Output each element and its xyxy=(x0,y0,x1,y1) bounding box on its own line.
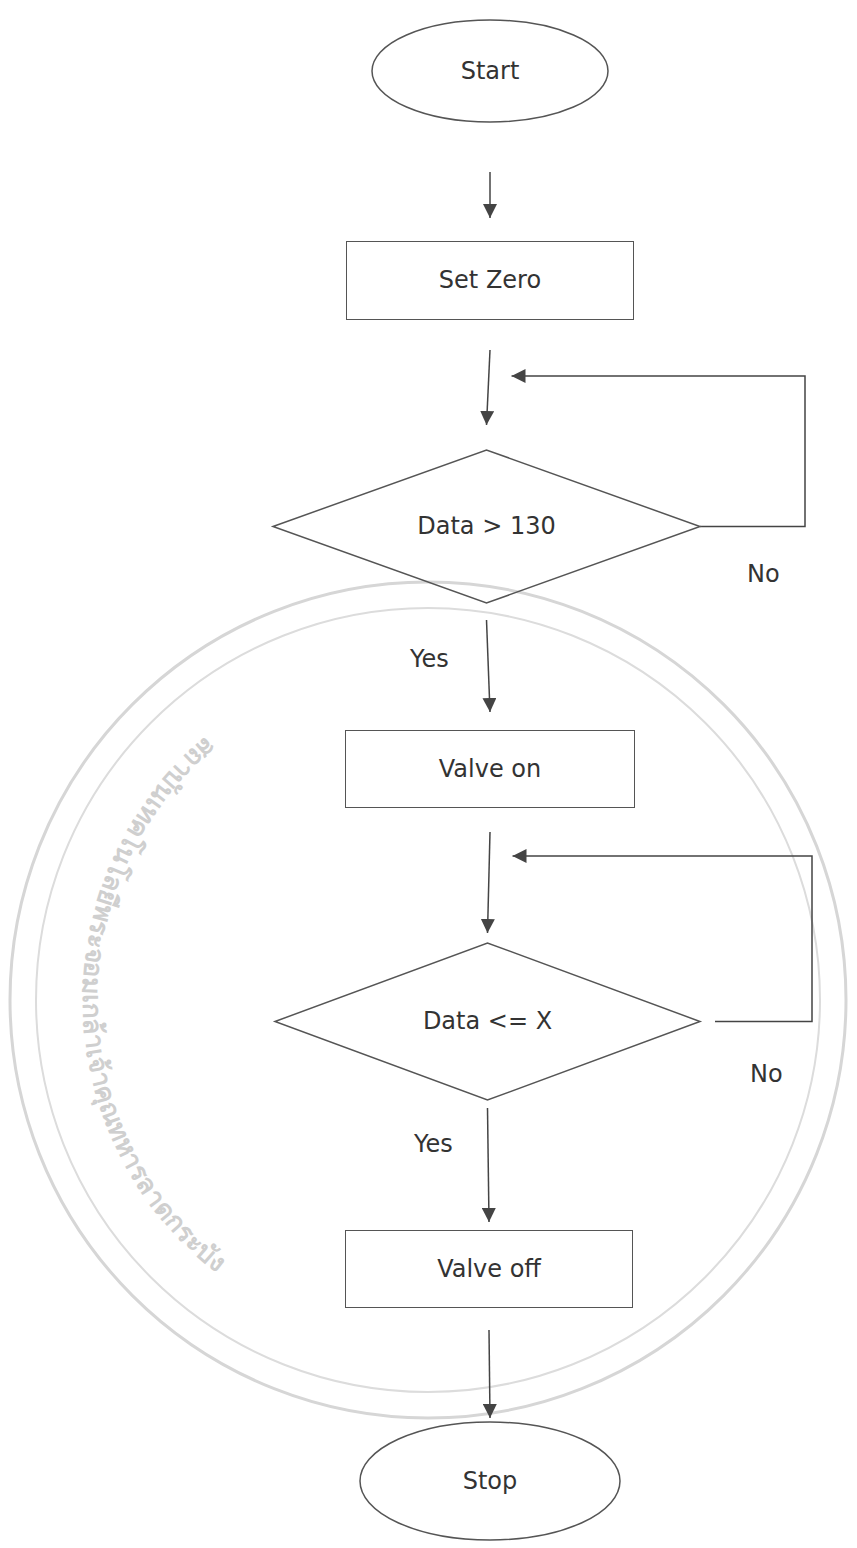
flow-arrow xyxy=(513,856,813,1022)
node-text: Valve on xyxy=(439,755,541,784)
terminal-ellipse: Stop xyxy=(360,1422,620,1540)
decision-diamond: Data > 130 xyxy=(273,450,700,603)
edge-label: No xyxy=(745,560,782,589)
flow-arrow xyxy=(487,350,491,425)
flow-arrow xyxy=(488,832,491,933)
node-text: Start xyxy=(461,57,520,86)
node-text: Stop xyxy=(463,1467,518,1496)
flow-arrow xyxy=(487,620,491,712)
watermark-text: สถาบันเทคโนโลยีพระจอมเกล้าเจ้าคุณทหารลาด… xyxy=(77,731,232,1278)
node-text: Data > 130 xyxy=(417,512,555,541)
flow-arrow xyxy=(489,1330,490,1418)
edge-label: Yes xyxy=(412,1130,455,1159)
decision-diamond: Data <= X xyxy=(275,943,700,1100)
process-box: Valve on xyxy=(345,730,635,808)
flow-arrow xyxy=(512,376,806,527)
seal-ring xyxy=(10,582,846,1418)
node-text: Valve off xyxy=(437,1255,541,1284)
node-text: Set Zero xyxy=(439,266,541,295)
flow-arrow xyxy=(488,1108,490,1222)
edge-label: No xyxy=(748,1060,785,1089)
node-text: Data <= X xyxy=(423,1007,552,1036)
seal-ring xyxy=(36,608,820,1392)
edge-label: Yes xyxy=(408,645,451,674)
process-box: Valve off xyxy=(345,1230,633,1308)
terminal-ellipse: Start xyxy=(372,20,608,122)
flow-arrow xyxy=(489,172,491,218)
process-box: Set Zero xyxy=(346,241,634,320)
watermark-text: สถาบันเทคโนโลยีพระจอมเกล้าเจ้าคุณทหารลาด… xyxy=(77,731,232,1278)
